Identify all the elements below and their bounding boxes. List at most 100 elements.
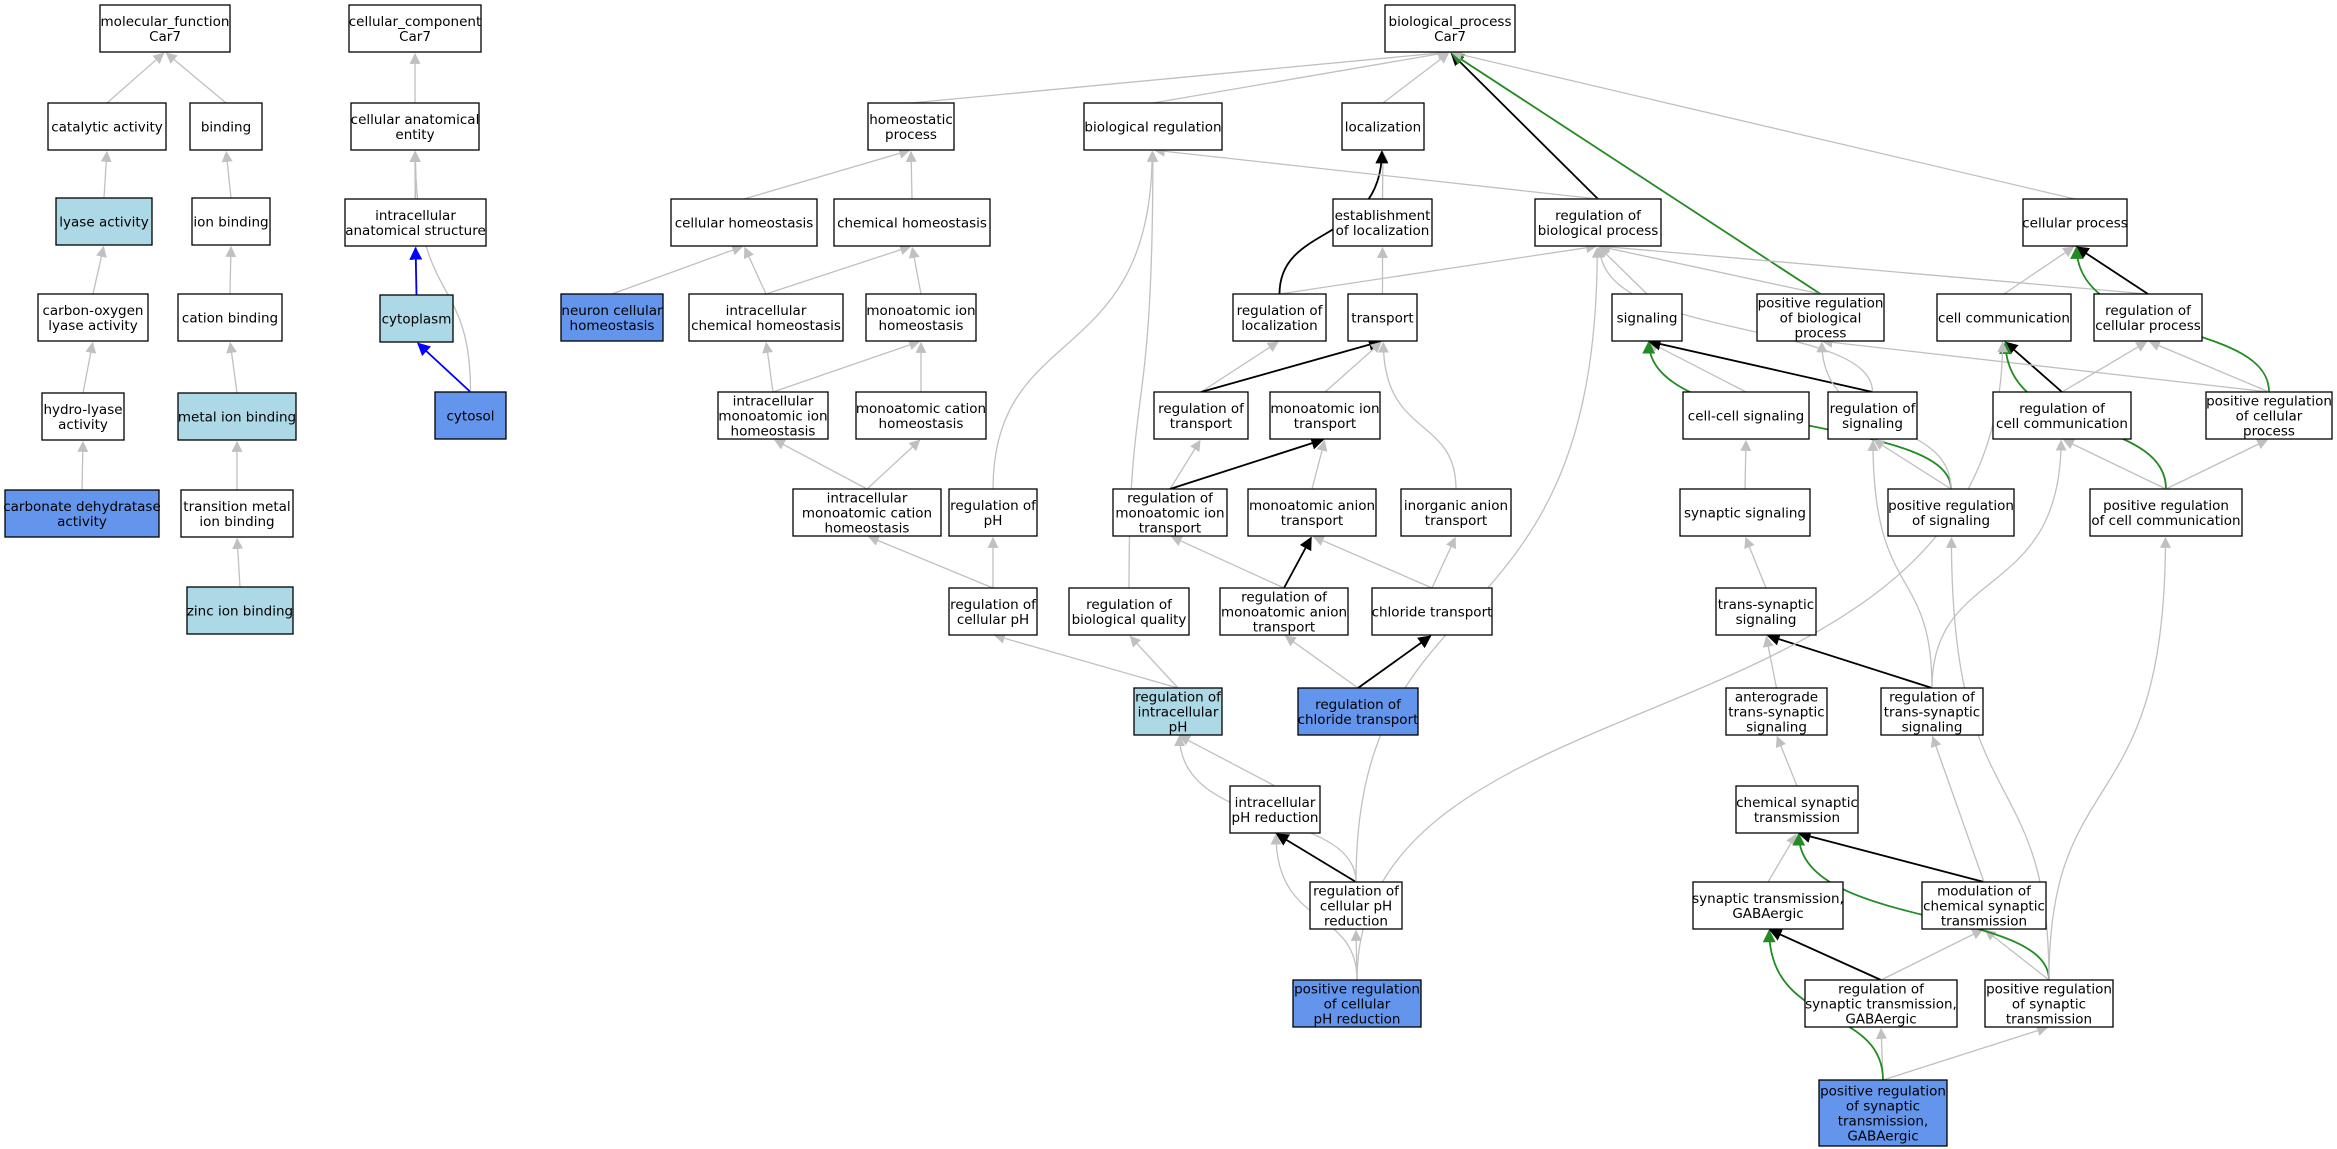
node-cellproc[interactable]: cellular process (2022, 198, 2128, 247)
node-label-mih-1: homeostasis (879, 318, 964, 334)
node-label-imih-1: monoatomic ion (718, 409, 827, 425)
node-breg[interactable]: biological regulation (1083, 102, 1223, 151)
edge-cat-to-mf (106, 52, 165, 104)
node-catb[interactable]: cation binding (177, 293, 283, 342)
node-box-regloc (1232, 293, 1327, 342)
node-box-tss (1715, 587, 1817, 636)
node-label-prsig-1: of signaling (1912, 513, 1990, 529)
node-label-col-1: lyase activity (48, 318, 137, 334)
node-cyto[interactable]: cytoplasm (379, 294, 454, 343)
node-loc[interactable]: localization (1341, 102, 1425, 151)
node-label-regmit-2: transport (1139, 521, 1201, 537)
node-cellcomm[interactable]: cell communication (1936, 293, 2072, 342)
node-cat[interactable]: catalytic activity (47, 102, 167, 151)
edge-regcph-to-imch (867, 535, 994, 589)
node-label-regstg-1: synaptic transmission, (1805, 997, 1957, 1013)
edge-cytosol-to-cae (409, 150, 472, 393)
node-ccs[interactable]: cell-cell signaling (1682, 391, 1810, 440)
edge-regsig-to-regbp (1594, 245, 1874, 393)
node-signaling[interactable]: signaling (1611, 293, 1683, 342)
node-cellhomeo[interactable]: cellular homeostasis (670, 198, 818, 247)
node-chemhomeo[interactable]: chemical homeostasis (833, 198, 991, 247)
node-box-icch (688, 293, 844, 342)
node-binding[interactable]: binding (189, 102, 263, 151)
node-box-mf (99, 4, 231, 53)
node-metal[interactable]: metal ion binding (177, 392, 297, 441)
node-label-prcphr-2: pH reduction (1314, 1012, 1401, 1028)
edge-stg-to-cst (1767, 833, 1797, 883)
node-stg[interactable]: synaptic transmission,GABAergic (1692, 881, 1844, 930)
node-label-hydro-1: activity (58, 417, 108, 433)
node-label-icch-0: intracellular (726, 303, 807, 319)
node-transport[interactable]: transport (1347, 293, 1418, 342)
edge-ionb-to-binding (221, 150, 233, 199)
node-box-regiph (1133, 687, 1223, 736)
node-label-ias-1: anatomical structure (345, 223, 486, 239)
node-synsig[interactable]: synaptic signaling (1679, 488, 1811, 537)
edge-prbp-to-regbp (1598, 243, 1821, 295)
node-box-mat (1247, 488, 1377, 537)
node-ionb[interactable]: ion binding (191, 197, 271, 246)
node-label-regcc-1: cell communication (1996, 416, 2128, 432)
node-label-cytosol-0: cytosol (446, 409, 494, 425)
node-clt[interactable]: chloride transport (1371, 587, 1493, 636)
node-label-chemhomeo-0: chemical homeostasis (837, 216, 987, 232)
node-lyase[interactable]: lyase activity (55, 197, 153, 246)
node-cytosol[interactable]: cytosol (434, 391, 507, 440)
edge-hydro-to-col (82, 341, 97, 394)
node-label-cc-1: Car7 (399, 29, 431, 45)
node-label-atss-1: trans-synaptic (1728, 705, 1824, 721)
node-label-regbq-1: biological quality (1072, 612, 1187, 628)
node-label-prstg-0: positive regulation (1820, 1084, 1946, 1100)
node-zinc[interactable]: zinc ion binding (186, 586, 294, 635)
